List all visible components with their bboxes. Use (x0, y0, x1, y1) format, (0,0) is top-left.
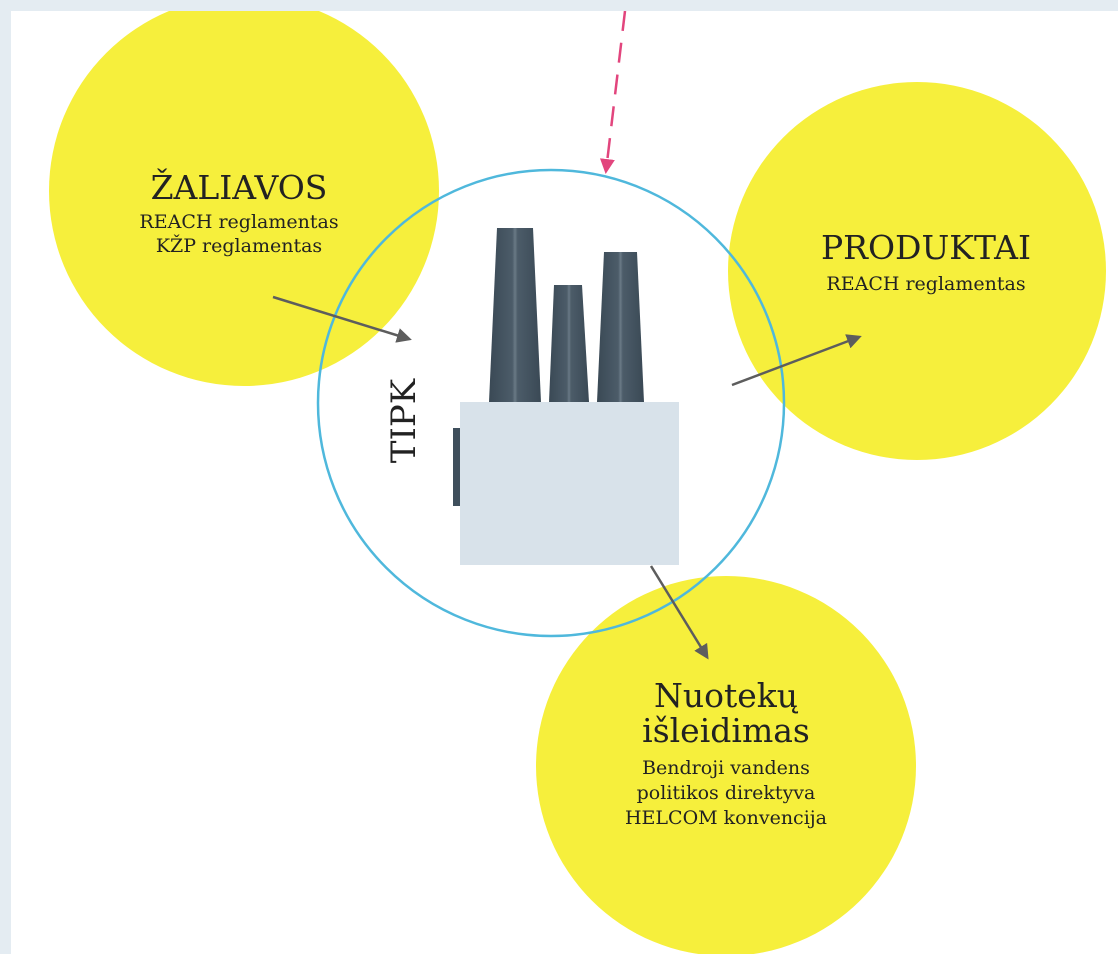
tipk-ring (316, 168, 786, 638)
wastewater-title-line-1: Nuotekų (653, 676, 799, 715)
products-circle (728, 82, 1106, 460)
products-line-1: REACH reglamentas (826, 272, 1026, 295)
wastewater-line-3: HELCOM konvencija (624, 806, 827, 829)
incoming-dashed-arrow (599, 11, 627, 174)
factory-chimney-middle (549, 285, 589, 402)
factory-chimney-right (597, 252, 644, 402)
products-arrow (731, 334, 862, 387)
wastewater-arrow (649, 565, 709, 660)
raw-materials-arrow (272, 295, 412, 343)
wastewater-circle (536, 576, 916, 954)
raw-materials-line-1: REACH reglamentas (139, 210, 339, 233)
factory-chimney-left (489, 228, 541, 402)
wastewater-line-2: politikos direktyva (636, 781, 816, 804)
products-title: PRODUKTAI (820, 228, 1032, 267)
raw-materials-line-2: KŽP reglamentas (155, 235, 323, 258)
wastewater-title-line-2: išleidimas (642, 710, 810, 750)
wastewater-label: Nuotekų išleidimas Bendroji vandens poli… (586, 676, 866, 830)
products-label: PRODUKTAI REACH reglamentas (786, 228, 1066, 296)
raw-materials-title: ŽALIAVOS (150, 168, 328, 207)
wastewater-line-1: Bendroji vandens (642, 757, 810, 780)
factory-building (460, 402, 679, 565)
raw-materials-circle (49, 11, 439, 386)
diagram-canvas: ŽALIAVOS REACH reglamentas KŽP reglament… (11, 11, 1118, 954)
tipk-label: TIPK (384, 378, 424, 464)
diagram-svg (49, 11, 1106, 954)
raw-materials-label: ŽALIAVOS REACH reglamentas KŽP reglament… (104, 168, 374, 259)
factory-icon (453, 228, 679, 565)
